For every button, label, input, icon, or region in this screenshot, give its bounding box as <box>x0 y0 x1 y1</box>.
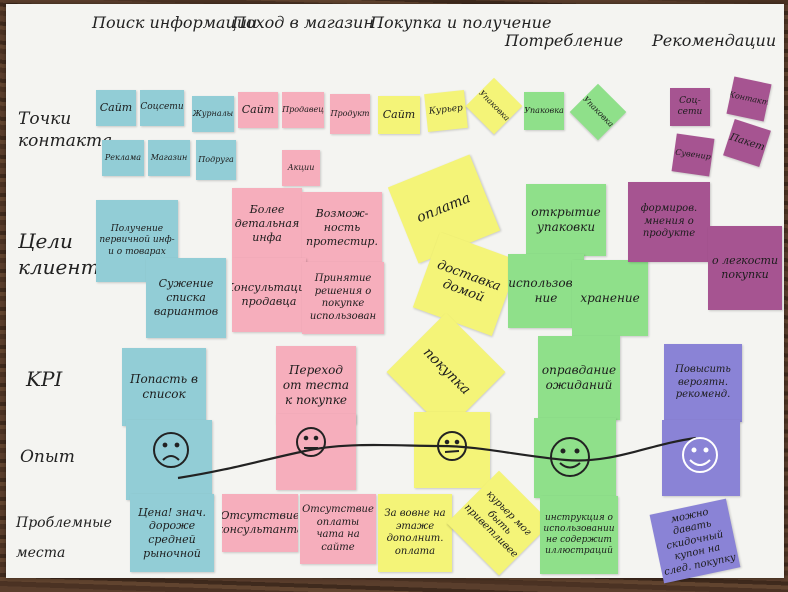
sticky-kpi: оправдание ожиданий <box>538 336 620 420</box>
happy-face-icon <box>682 437 718 473</box>
sticky-touchpoint: Упаковка <box>524 92 564 130</box>
sticky-touchpoint: Сайт <box>238 92 278 128</box>
row-header-kpi: KPI <box>26 367 63 391</box>
sad-face-icon <box>153 432 189 468</box>
sticky-touchpoint: Соц-сети <box>670 88 710 126</box>
sticky-touchpoint: Сайт <box>96 90 136 126</box>
sticky-goal: хранение <box>572 260 648 336</box>
sticky-touchpoint: Соцсети <box>140 90 184 126</box>
sticky-goal: использова-ние <box>508 254 584 328</box>
neutral-face-icon <box>437 431 467 461</box>
sticky-goal: Возмож-ность протестир. <box>302 192 382 264</box>
sticky-goal: Принятие решения о покупке использован <box>302 262 384 334</box>
column-header-recommendations: Рекомендации <box>652 31 777 50</box>
experience-sticky-recommendations <box>662 420 740 496</box>
neutral-face-icon <box>296 427 326 457</box>
sticky-pain-point: Отсутствие консультанта <box>222 494 298 552</box>
column-header-consumption: Потребление <box>504 31 624 50</box>
experience-sticky-store <box>276 414 356 490</box>
sticky-touchpoint: Журналы <box>192 96 234 132</box>
sticky-touchpoint: Сайт <box>378 96 420 134</box>
sticky-goal: о легкости покупки <box>708 226 782 310</box>
sticky-pain-point: За вовне на этаже дополнит. оплата <box>378 494 452 572</box>
sticky-touchpoint: Продавец <box>282 92 324 128</box>
sticky-goal: Более детальная инфа <box>232 188 302 260</box>
sticky-kpi: Попасть в список <box>122 348 206 426</box>
row-header-touchpoints: Точки контакта <box>18 109 113 151</box>
sticky-touchpoint: Реклама <box>102 140 144 176</box>
sticky-touchpoint: Акции <box>282 150 320 186</box>
sticky-goal: открытие упаковки <box>526 184 606 256</box>
sticky-kpi: Повысить вероятн. рекоменд. <box>664 344 742 422</box>
smile-face-icon <box>550 437 590 477</box>
sticky-goal: Сужение списка вариантов <box>146 258 226 338</box>
sticky-kpi: Переход от теста к покупке <box>276 346 356 424</box>
sticky-touchpoint: Продукт <box>330 94 370 134</box>
row-header-goals: Цели клиента <box>18 229 112 279</box>
column-header-store: Поход в магазин <box>232 13 374 32</box>
sticky-goal: формиров. мнения о продукте <box>628 182 710 262</box>
sticky-pain-point: Цена! знач. дороже средней рыночной <box>130 494 214 572</box>
sticky-touchpoint: Подруга <box>196 140 236 180</box>
sticky-pain-point: инструкция о использовании не содержит и… <box>540 496 618 574</box>
experience-sticky-purchase <box>414 412 490 488</box>
sticky-pain-point: Отсутствие оплаты чата на сайте <box>300 494 376 564</box>
sticky-goal: Консультация продавца <box>232 258 306 332</box>
sticky-touchpoint: Магазин <box>148 140 190 176</box>
row-header-experience: Опыт <box>20 447 75 467</box>
row-header-pain-points: Проблемные места <box>16 515 112 561</box>
